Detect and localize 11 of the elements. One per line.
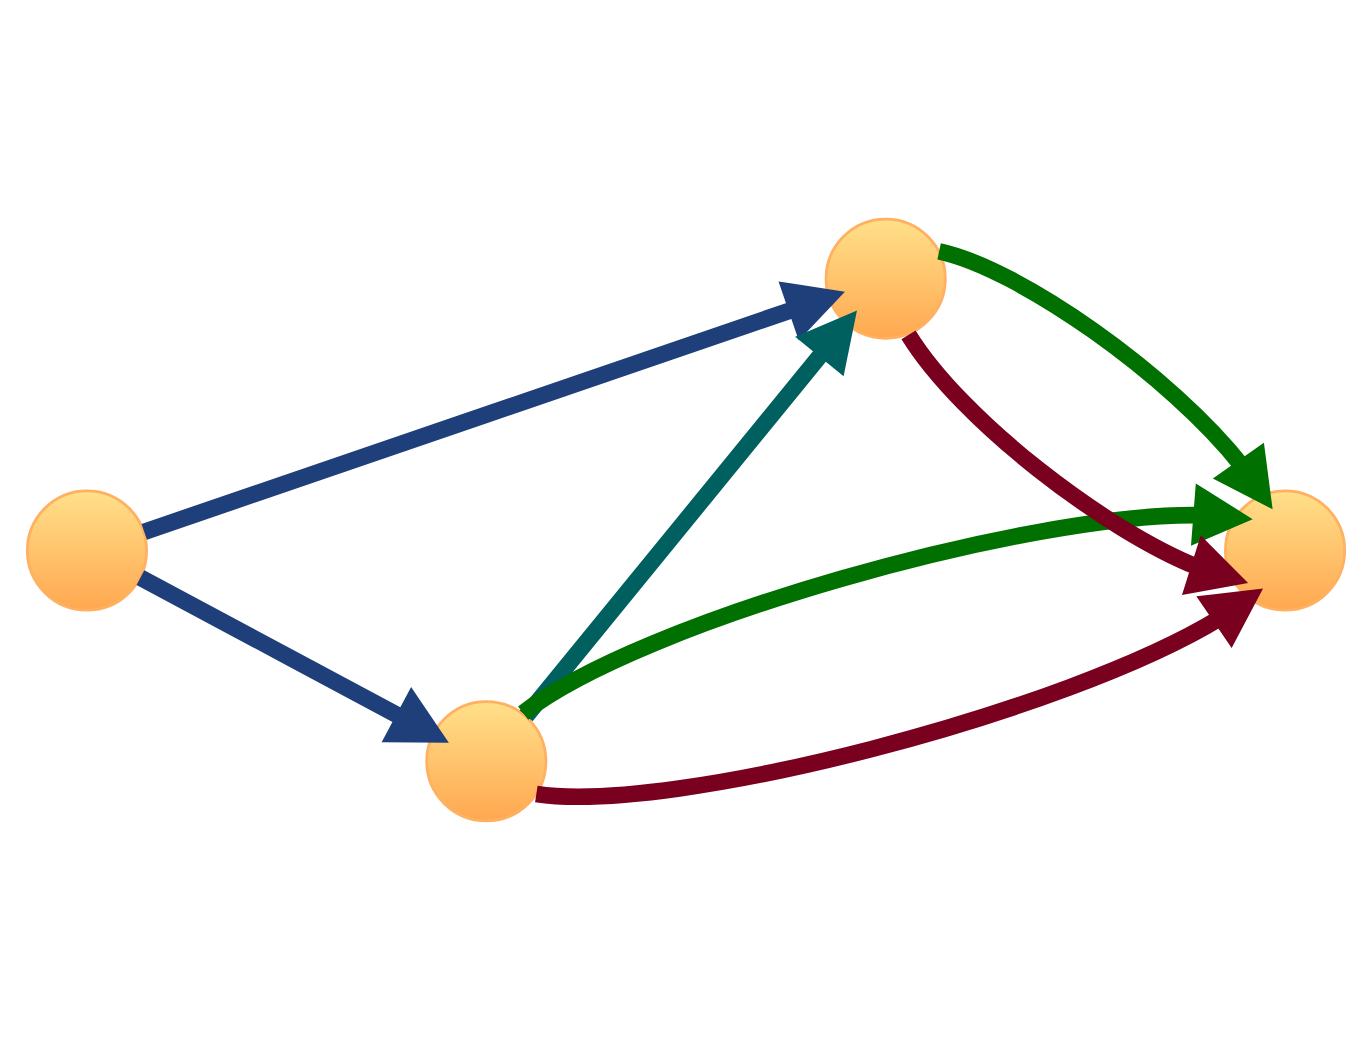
node-circle <box>25 489 148 612</box>
arrow <box>141 281 845 540</box>
arrow <box>518 483 1253 720</box>
arrow <box>936 243 1273 510</box>
arrow <box>136 570 449 743</box>
node-circle <box>425 700 548 823</box>
arrow <box>519 310 857 722</box>
arrow <box>901 330 1249 595</box>
arrow <box>535 588 1264 805</box>
node-circle <box>1224 489 1347 612</box>
node-circle <box>824 217 947 340</box>
